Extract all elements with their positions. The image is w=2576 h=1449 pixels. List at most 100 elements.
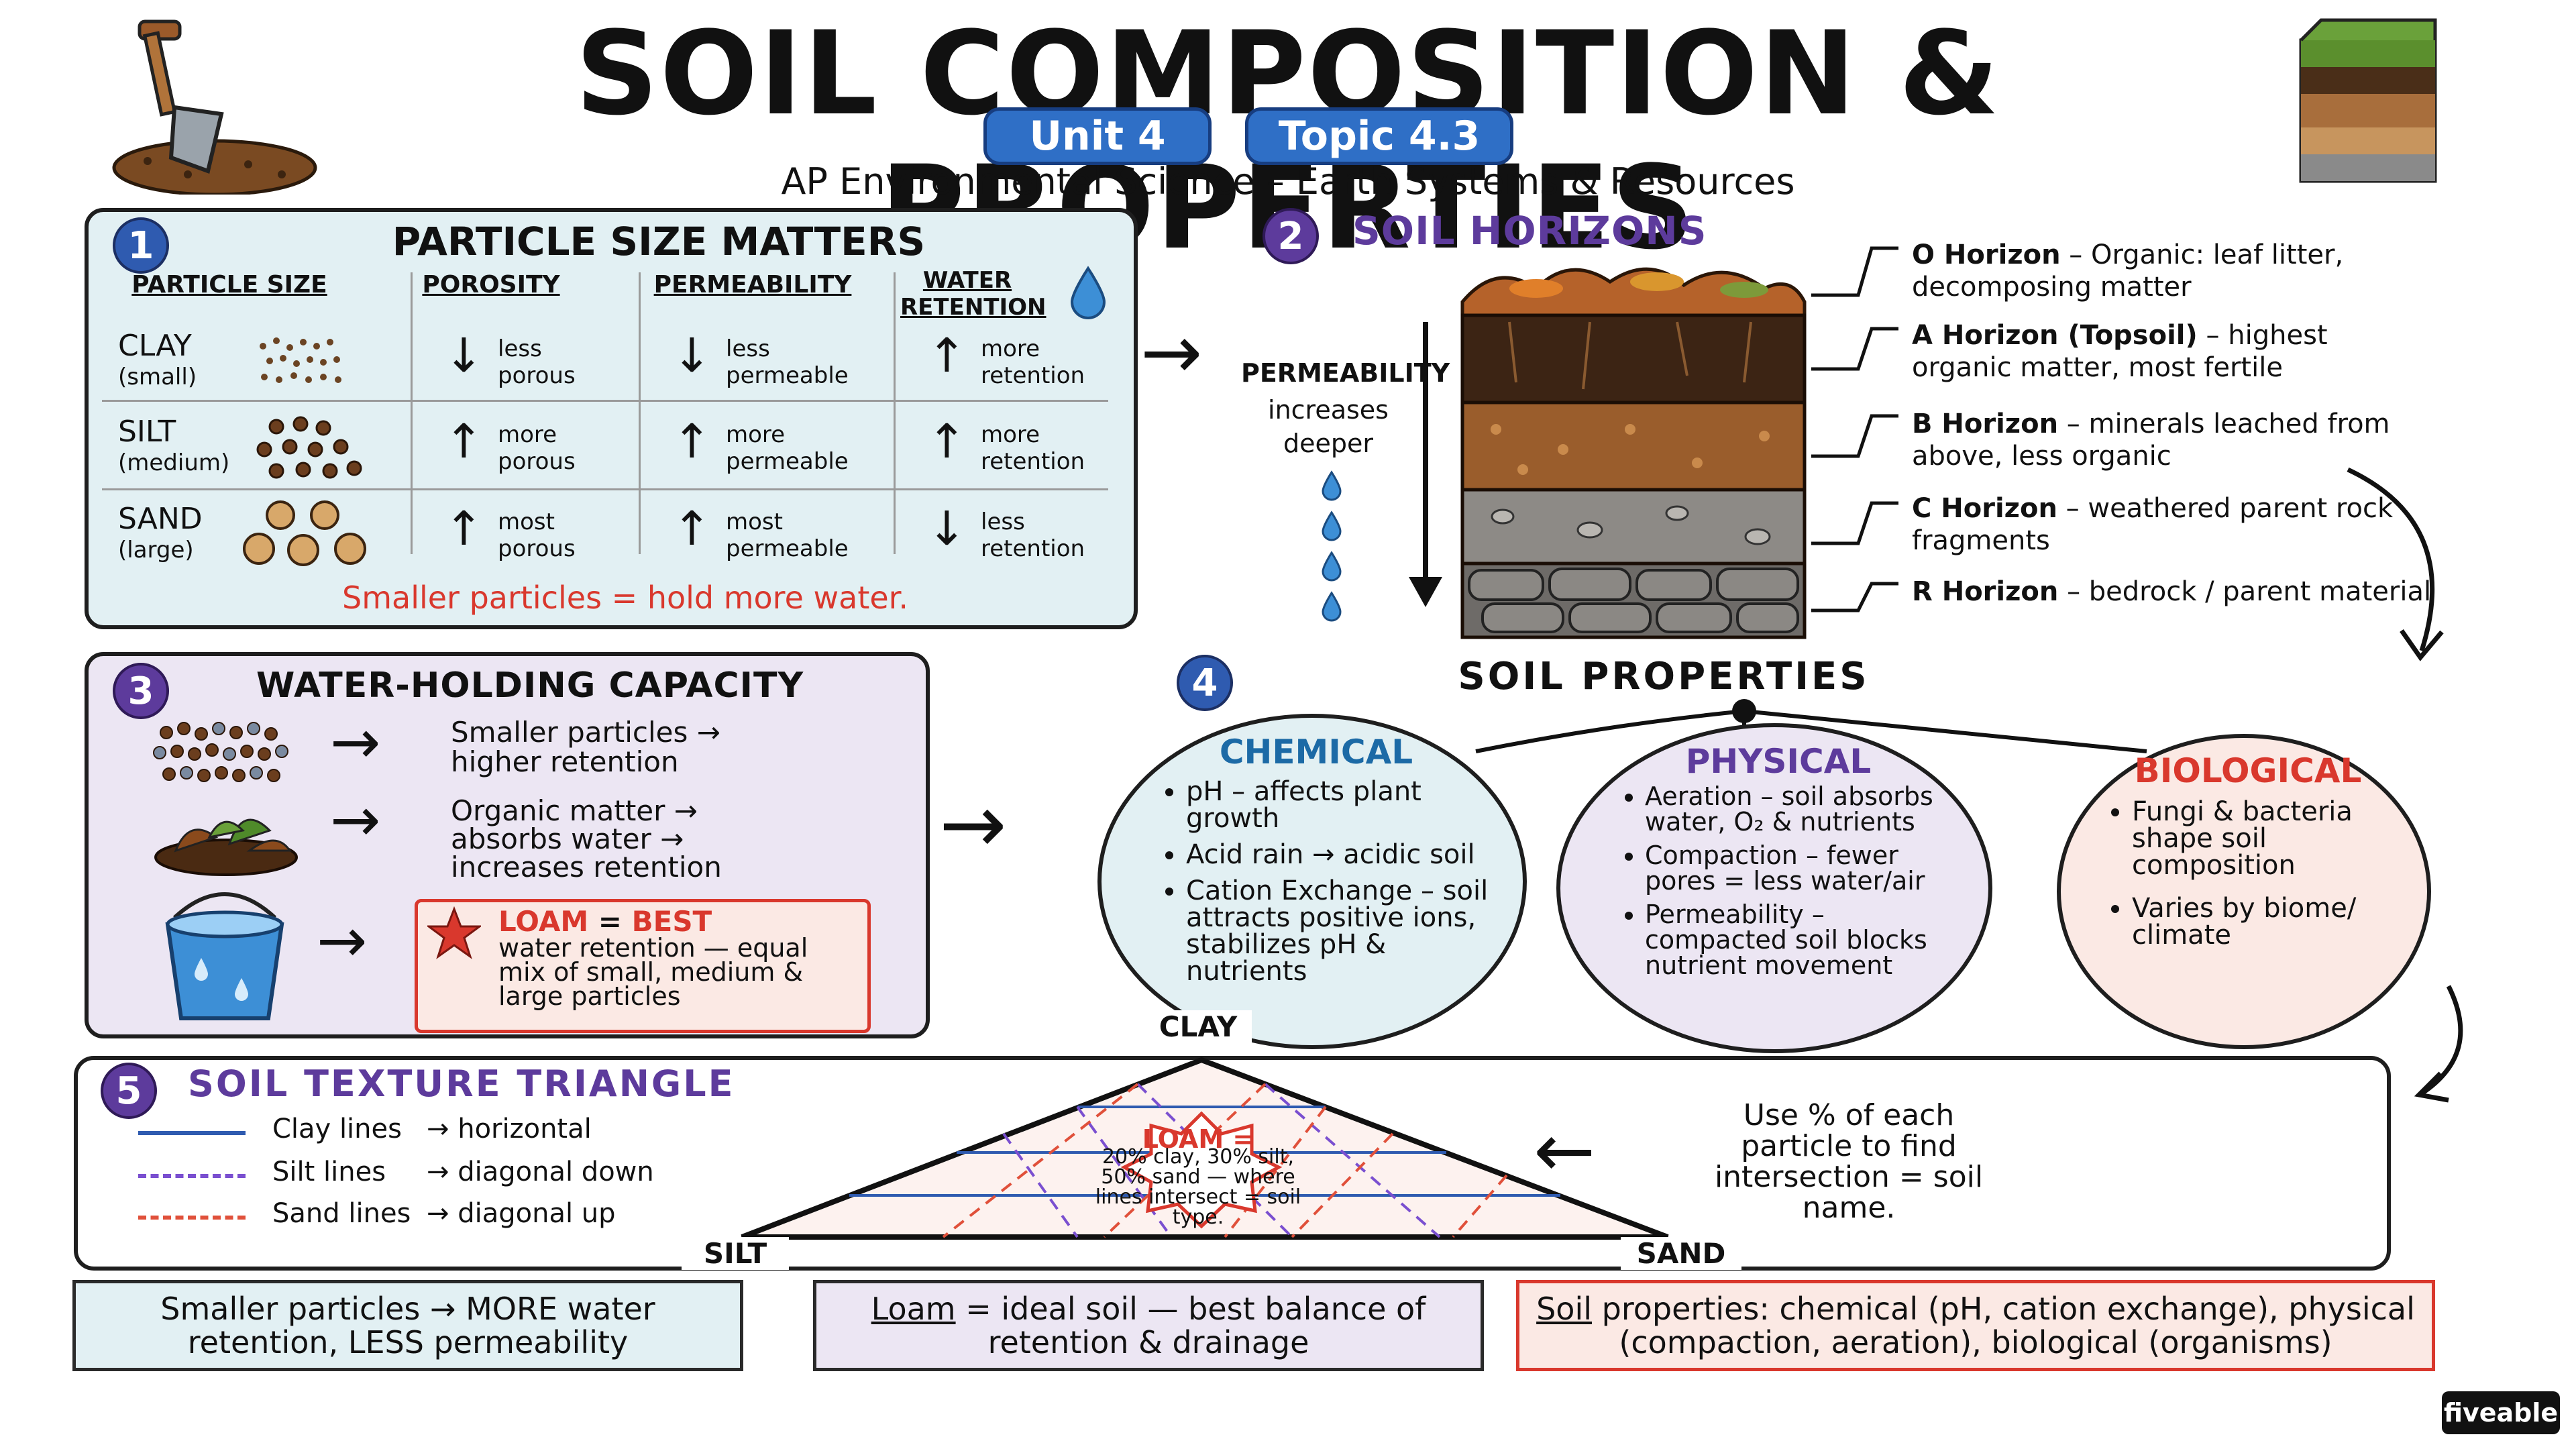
- soil-horizons-title: SOIL HORIZONS: [1352, 208, 1707, 254]
- summary-box-3: Soil properties: chemical (pH, cation ex…: [1516, 1280, 2435, 1371]
- horizon-r: R Horizon – bedrock / parent material: [1912, 576, 2435, 608]
- divider: [894, 272, 896, 554]
- shovel-icon: [112, 19, 317, 195]
- particle-size-label: (large): [118, 537, 194, 564]
- header-porosity: POROSITY: [422, 271, 560, 299]
- particle-size-label: (small): [118, 364, 197, 390]
- physical-list: Aeration – soil absorbs water, O₂ & nutr…: [1621, 784, 1963, 978]
- physical-bullet: Aeration – soil absorbs water, O₂ & nutr…: [1645, 784, 1963, 835]
- retention-arrow-up: ↑: [927, 328, 967, 383]
- horizon-name: A Horizon (Topsoil): [1912, 320, 2198, 351]
- table-row: CLAY (small) ↓ less porous ↓ less permea…: [89, 326, 1135, 400]
- porosity-arrow-down: ↓: [444, 328, 484, 383]
- fiveable-logo: fiveable: [2442, 1391, 2560, 1434]
- horizon-c: C Horizon – weathered parent rock fragme…: [1912, 492, 2435, 557]
- horizon-name: C Horizon: [1912, 493, 2057, 524]
- water-holding-title: WATER-HOLDING CAPACITY: [256, 665, 804, 706]
- header-permeability: PERMEABILITY: [653, 271, 852, 299]
- horizon-o: O Horizon – Organic: leaf litter, decomp…: [1912, 239, 2435, 303]
- arrow-right-icon: →: [1140, 309, 1203, 395]
- clay-line-swatch: [138, 1131, 246, 1135]
- particle-size-panel: 1 PARTICLE SIZE MATTERS PARTICLE SIZE PO…: [85, 208, 1138, 629]
- unit-pill: Unit 4: [983, 107, 1212, 165]
- sand-line-swatch: [138, 1216, 246, 1220]
- retention-value: more retention: [981, 335, 1085, 389]
- porosity-value: less porous: [498, 335, 576, 389]
- permeability-arrow-down: ↓: [672, 328, 712, 383]
- loam-triangle-detail: 20% clay, 30% silt, 50% sand — where lin…: [1095, 1145, 1301, 1229]
- section-2-badge: 2: [1263, 208, 1319, 264]
- header-water-retention: WATER RETENTION: [900, 267, 1046, 321]
- porosity-arrow-up: ↑: [444, 414, 484, 469]
- legend-dir: → diagonal up: [427, 1198, 616, 1229]
- triangle-sand-label: SAND: [1621, 1237, 1741, 1270]
- legend-label: Sand lines: [272, 1198, 411, 1229]
- retention-item-1: Smaller particles → higher retention: [451, 716, 720, 778]
- horizon-desc: – highest organic matter, most fertile: [1912, 320, 2328, 383]
- soil-block-icon: [2299, 18, 2437, 183]
- particle-size-title: PARTICLE SIZE MATTERS: [392, 219, 926, 264]
- subtitle: AP Environmental Science – Earth Systems…: [781, 160, 1795, 203]
- soil-properties-title: SOIL PROPERTIES: [1458, 655, 1870, 698]
- chemical-list: pH – affects plant growth Acid rain → ac…: [1162, 778, 1497, 985]
- biological-title: BIOLOGICAL: [2134, 751, 2362, 790]
- horizon-b: B Horizon – minerals leached from above,…: [1912, 408, 2435, 472]
- arrow-right-icon: →: [330, 707, 381, 777]
- particle-name: SILT: [118, 415, 176, 449]
- triangle-clay-label: CLAY: [1144, 1010, 1252, 1043]
- best-word: BEST: [631, 905, 712, 938]
- chemical-bullet: Acid rain → acidic soil: [1186, 841, 1497, 868]
- arrow-left-icon: ←: [1534, 1108, 1596, 1193]
- divider: [411, 272, 413, 554]
- particles-icon: [153, 722, 288, 782]
- permeability-value: most permeable: [726, 508, 849, 562]
- particle-name: CLAY: [118, 329, 192, 363]
- permeability-value: less permeable: [726, 335, 849, 389]
- legend-label: Silt lines: [272, 1157, 386, 1187]
- water-holding-panel: 3 WATER-HOLDING CAPACITY → Smaller parti…: [85, 652, 930, 1038]
- retention-value: less retention: [981, 508, 1085, 562]
- sand-particles-icon: [243, 500, 366, 566]
- water-drop-icon: [1070, 266, 1106, 319]
- permeability-down-arrow: [1409, 322, 1442, 607]
- section-4-badge: 4: [1177, 655, 1233, 711]
- permeability-arrow-up: ↑: [672, 501, 712, 556]
- physical-title: PHYSICAL: [1685, 742, 1872, 781]
- permeability-value: more permeable: [726, 421, 849, 475]
- retention-arrow-up: ↑: [927, 414, 967, 469]
- section-3-badge: 3: [113, 663, 169, 719]
- section-1-badge: 1: [113, 217, 169, 274]
- particle-name: SAND: [118, 502, 203, 536]
- table-row: SAND (large) ↑ most porous ↑ most permea…: [89, 499, 1135, 573]
- horizon-name: B Horizon: [1912, 409, 2059, 439]
- summary-text: Loam = ideal soil — best balance of rete…: [830, 1292, 1467, 1359]
- legend-sand: Sand lines → diagonal up: [138, 1198, 675, 1236]
- organic-matter-icon: [154, 818, 298, 876]
- porosity-value: most porous: [498, 508, 576, 562]
- equals-sign: =: [598, 905, 622, 938]
- loam-triangle-label: LOAM =: [1142, 1124, 1254, 1154]
- clay-particles-icon: [260, 337, 341, 383]
- summary-box-1: Smaller particles → MORE water retention…: [72, 1280, 743, 1371]
- curved-arrow-icon: [2414, 985, 2463, 1103]
- physical-bullet: Permeability – compacted soil blocks nut…: [1645, 902, 1963, 978]
- arrow-right-icon: →: [330, 785, 381, 855]
- summary-underline: Loam: [871, 1291, 956, 1327]
- summary-box-2: Loam = ideal soil — best balance of rete…: [813, 1280, 1484, 1371]
- texture-triangle-note: Use % of each particle to find intersect…: [1714, 1098, 1984, 1225]
- legend-silt: Silt lines → diagonal down: [138, 1157, 675, 1194]
- horizon-name: O Horizon: [1912, 239, 2061, 270]
- curved-arrow-icon: [2347, 467, 2444, 661]
- divider: [639, 272, 641, 554]
- legend-dir: → horizontal: [427, 1114, 592, 1144]
- particle-size-footer: Smaller particles = hold more water.: [342, 580, 908, 616]
- permeability-label: PERMEABILITY: [1241, 358, 1450, 388]
- horizon-desc: – Organic: leaf litter, decomposing matt…: [1912, 239, 2344, 303]
- divider: [102, 488, 1108, 490]
- loam-text: water retention — equal mix of small, me…: [498, 933, 808, 1011]
- header-particle-size: PARTICLE SIZE: [131, 271, 327, 299]
- permeability-note: increases deeper: [1268, 395, 1389, 458]
- legend-label: Clay lines: [272, 1114, 402, 1144]
- horizon-brackets: [1811, 246, 1898, 612]
- biological-list: Fungi & bacteria shape soil composition …: [2108, 798, 2403, 949]
